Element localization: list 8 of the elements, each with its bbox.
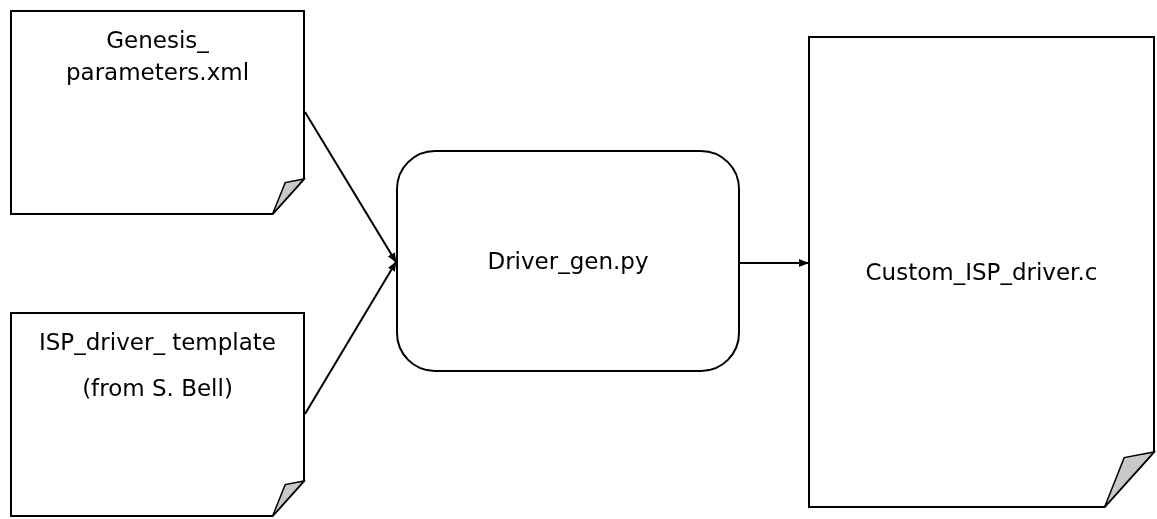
arrow: [304, 261, 397, 415]
node-label: ISP_driver_ template: [38, 328, 277, 357]
arrow: [739, 259, 809, 267]
node-label: Genesis_ parameters.xml: [64, 26, 251, 88]
arrow: [304, 111, 397, 263]
node-note: (from S. Bell): [82, 374, 233, 404]
node-label: Driver_gen.py: [487, 246, 649, 276]
node-label: Custom_ISP_driver.c: [865, 257, 1098, 287]
